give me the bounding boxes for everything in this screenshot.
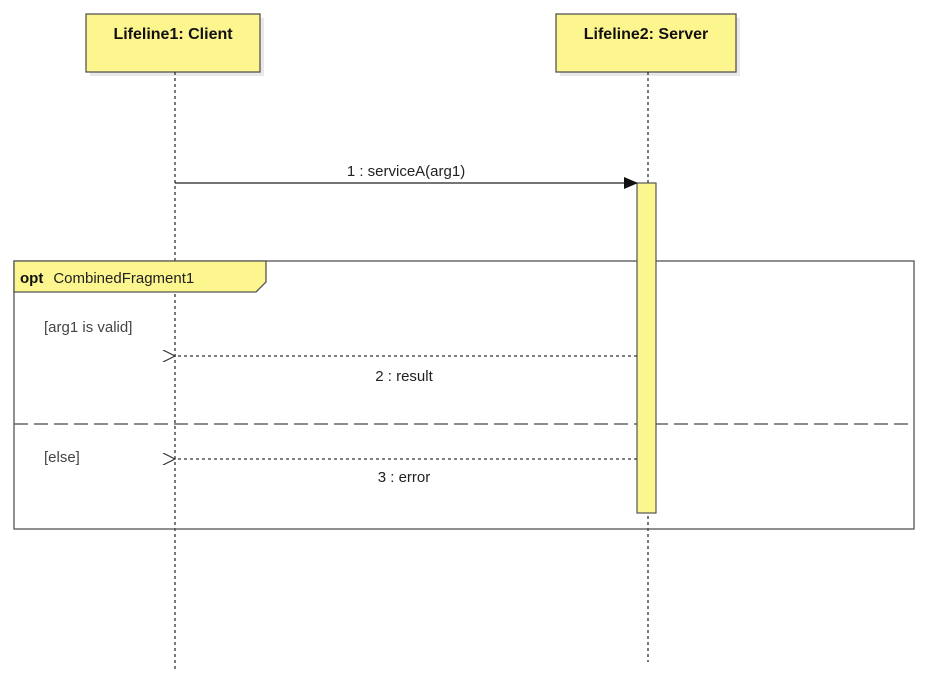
server-activation-bar[interactable] xyxy=(636,182,657,514)
lifeline-server-title: Lifeline2: Server xyxy=(584,26,709,43)
combined-fragment[interactable]: opt CombinedFragment1 [arg1 is valid] [e… xyxy=(13,260,915,530)
guard-else: [else] xyxy=(44,449,80,466)
fragment-name: CombinedFragment1 xyxy=(53,270,194,287)
message-error[interactable]: 3 : error xyxy=(175,459,637,486)
fragment-label-tab xyxy=(13,260,267,293)
lifeline-client-title: Lifeline1: Client xyxy=(113,26,233,43)
svg-text:opt CombinedFragment1: opt CombinedFragment1 xyxy=(20,270,194,287)
message-servicea[interactable]: 1 : serviceA(arg1) xyxy=(175,163,638,189)
guard-arg1-valid: [arg1 is valid] xyxy=(44,319,132,336)
message-result[interactable]: 2 : result xyxy=(175,356,637,385)
message-servicea-label: 1 : serviceA(arg1) xyxy=(347,163,465,180)
lifeline-server-header[interactable]: Lifeline2: Server xyxy=(555,13,740,76)
message-result-label: 2 : result xyxy=(375,368,433,385)
lifeline-client-header[interactable]: Lifeline1: Client xyxy=(85,13,264,76)
message-error-label: 3 : error xyxy=(378,469,431,486)
fragment-operator: opt xyxy=(20,270,43,287)
